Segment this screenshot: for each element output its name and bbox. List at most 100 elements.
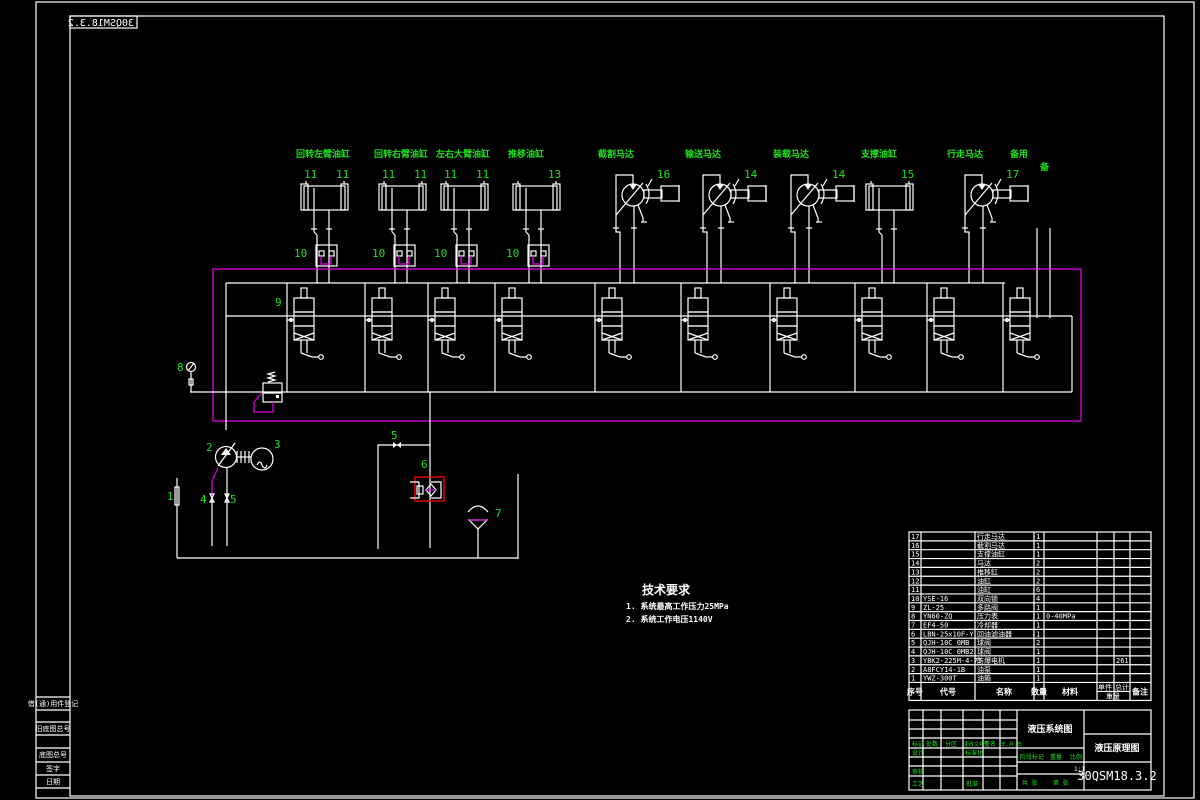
bom-header: 单件: [1098, 682, 1112, 691]
valve-spring: [783, 287, 791, 299]
label-valve5-top: 5: [391, 429, 398, 442]
motor-output: [747, 185, 767, 202]
bom-name: 双向锁: [977, 594, 998, 603]
valve-mid-section: [501, 311, 523, 327]
valve-lever: [694, 352, 713, 358]
bom-no: 16: [911, 542, 919, 550]
drawing-title-right: 液压原理图: [1094, 742, 1139, 754]
inner-frame: [69, 15, 1165, 797]
valve-mid-section: [776, 311, 798, 327]
bom-name: 回油滤油器: [977, 629, 1012, 638]
valve-bottom-section: [434, 325, 456, 341]
label-multi-valve: 9: [275, 296, 282, 309]
valve-top-section: [501, 297, 523, 313]
return-line: [377, 442, 430, 549]
part-number: 17: [1006, 168, 1019, 181]
bom-qty: 1: [1036, 622, 1040, 630]
motor-output: [1009, 185, 1029, 202]
tb-review: 审核: [912, 768, 924, 776]
side-label-4: 日期: [46, 778, 60, 786]
directional-valve-4: [494, 283, 532, 392]
tb-sheet: 第 张: [1053, 779, 1069, 787]
part-number: 11: [476, 168, 489, 181]
ball-valve-4: [209, 493, 215, 503]
bom-header: 重量: [1106, 692, 1120, 700]
tb-process: 工艺: [912, 780, 924, 788]
valve-bottom-section: [861, 325, 883, 341]
valve-spring: [378, 287, 386, 299]
bom-code: EF4-50: [923, 622, 948, 630]
rev-count: 处数: [926, 740, 938, 748]
lock-valve-number: 10: [434, 247, 447, 260]
bom-code: A8FCY14-1B: [923, 666, 965, 674]
motor-shaft: [730, 189, 750, 199]
part-number: 16: [657, 168, 670, 181]
bom-qty: 6: [1036, 586, 1040, 594]
label-filter: 6: [421, 458, 428, 471]
tech-req-item-1: 1. 系统最高工作压力25MPa: [626, 601, 729, 611]
cylinder-cap-left: [440, 183, 449, 211]
motor-output: [660, 185, 680, 202]
bom-qty: 1: [1036, 551, 1040, 559]
part-number: 14: [744, 168, 758, 181]
valve-lever: [783, 352, 802, 358]
bom-name: 马达: [977, 559, 991, 568]
valve-spring: [608, 287, 616, 299]
bom-header: 名称: [996, 686, 1012, 696]
valve-mid-section: [687, 311, 709, 327]
valve-lever: [300, 352, 319, 358]
valve-mid-section: [861, 311, 883, 327]
actuator-label: 行走马达: [946, 148, 983, 160]
valve-bottom-section: [371, 325, 393, 341]
actuator-5: 截割马达 16: [598, 148, 680, 283]
actuator-label: 推移油缸: [508, 148, 544, 160]
tb-approve: 批准: [966, 780, 978, 788]
valve-top-section: [861, 297, 883, 313]
valve-lever: [508, 352, 527, 358]
valve-lever: [441, 352, 460, 358]
valve-spring: [441, 287, 449, 299]
actuator-label: 支撑油缸: [860, 148, 897, 160]
cylinder-body: [303, 185, 346, 211]
cylinder-cap-left: [512, 183, 521, 211]
bom-no: 12: [911, 577, 919, 585]
bom-header: 代号: [939, 686, 956, 696]
bom-qty: 1: [1036, 675, 1040, 683]
bom-qty: 1: [1036, 533, 1040, 541]
actuator-label: 截割马达: [598, 148, 634, 160]
relief-valve: [253, 371, 283, 413]
bom-qty: 2: [1036, 568, 1040, 576]
actuator-9: 行走马达 17: [946, 148, 1029, 283]
tb-sheets: 共 张: [1022, 779, 1038, 787]
cylinder-cap-left: [300, 183, 309, 211]
bom-no: 13: [911, 568, 919, 576]
electric-motor: [250, 447, 274, 471]
valve-bottom-section: [501, 325, 523, 341]
valve-top-section: [293, 297, 315, 313]
bom-name: 球阀: [977, 638, 991, 647]
bom-no: 15: [911, 551, 919, 559]
ball-valve-5-suction: [224, 493, 230, 503]
rev-zone: 分区: [945, 740, 957, 748]
actuator-label: 输送马达: [685, 148, 721, 160]
motor-output: [835, 185, 855, 202]
oil-cooler: [467, 505, 489, 558]
directional-valve-6: [680, 283, 718, 392]
part-number: 11: [304, 168, 317, 181]
bom-code: QJH-10C 0MB2: [923, 648, 974, 656]
bom-code: ZL-25: [923, 604, 944, 612]
valve-spring: [868, 287, 876, 299]
valve-bottom-section: [687, 325, 709, 341]
bom-qty: 1: [1036, 648, 1040, 656]
hydraulic-lock-valve: [393, 244, 416, 267]
bom-no: 4: [911, 648, 915, 656]
bom-name: 防爆电机: [977, 656, 1005, 665]
valve-mid-section: [1009, 311, 1031, 327]
